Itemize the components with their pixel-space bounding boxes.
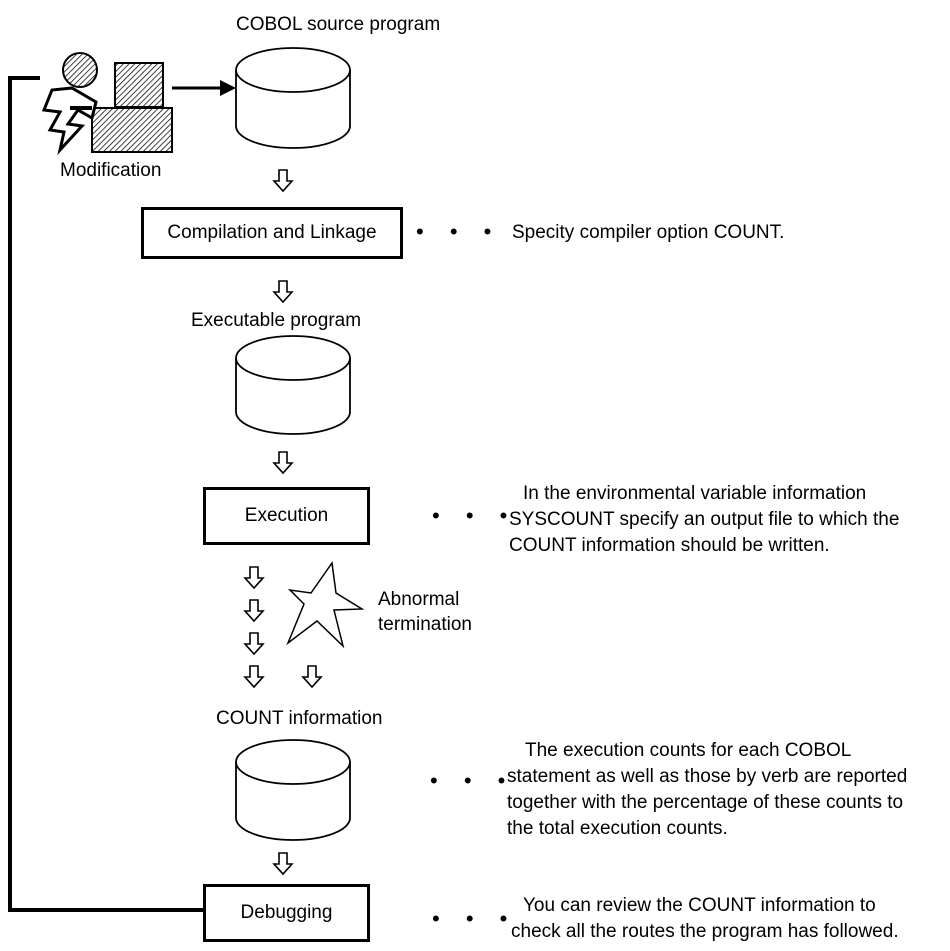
to-source-arrow-head [220, 80, 236, 96]
compile-ellipsis: • • • [416, 219, 502, 244]
down-arrow-4d [244, 665, 264, 688]
feedback-loop-line [8, 76, 205, 912]
compilation-linkage-label: Compilation and Linkage [167, 222, 377, 243]
debug-note: You can review the COUNT information to … [511, 893, 899, 945]
execute-note-line-1: In the environmental variable informatio… [523, 483, 867, 504]
execute-note-line-3: COUNT information should be written. [509, 535, 830, 556]
down-arrow-4e [302, 665, 322, 688]
debugging-box: Debugging [203, 884, 370, 942]
count-note-line-2: statement as well as those by verb are r… [507, 766, 908, 787]
debug-note-line-2: check all the routes the program has fol… [511, 921, 899, 942]
count-information-cylinder [235, 739, 351, 841]
down-arrow-4a [244, 566, 264, 589]
source-program-label: COBOL source program [236, 14, 441, 35]
down-arrow-4b [244, 599, 264, 622]
down-arrow-3 [273, 451, 293, 474]
abnormal-star-icon [286, 560, 365, 649]
down-arrow-5 [273, 852, 293, 875]
count-note-line-4: the total execution counts. [507, 818, 728, 839]
debug-ellipsis: • • • [432, 906, 518, 931]
count-note-line-1: The execution counts for each COBOL [525, 740, 852, 761]
abnormal-label-line-2: termination [378, 614, 472, 635]
compile-note: Specity compiler option COUNT. [512, 220, 784, 246]
down-arrow-4c [244, 632, 264, 655]
execution-label: Execution [244, 505, 329, 526]
execute-note: In the environmental variable informatio… [509, 481, 899, 559]
execution-box: Execution [203, 487, 370, 545]
execute-note-line-2: SYSCOUNT specify an output file to which… [509, 509, 900, 530]
execute-ellipsis: • • • [432, 503, 518, 528]
down-arrow-1 [273, 169, 293, 192]
count-information-label: COUNT information [216, 708, 383, 729]
compile-note-line-1: Specity compiler option COUNT. [512, 222, 785, 243]
source-program-cylinder [235, 47, 351, 149]
compilation-linkage-box: Compilation and Linkage [141, 207, 403, 259]
down-arrow-2 [273, 280, 293, 303]
count-note-line-3: together with the percentage of these co… [507, 792, 904, 813]
executable-program-label: Executable program [191, 310, 362, 331]
debug-note-line-1: You can review the COUNT information to [523, 895, 876, 916]
count-ellipsis: • • • [430, 768, 516, 793]
abnormal-label-line-1: Abnormal [378, 589, 460, 610]
executable-program-cylinder [235, 335, 351, 435]
person-at-computer-icon [41, 52, 173, 156]
count-note: The execution counts for each COBOL stat… [507, 738, 907, 842]
debugging-label: Debugging [240, 902, 333, 923]
modification-label: Modification [60, 160, 162, 181]
